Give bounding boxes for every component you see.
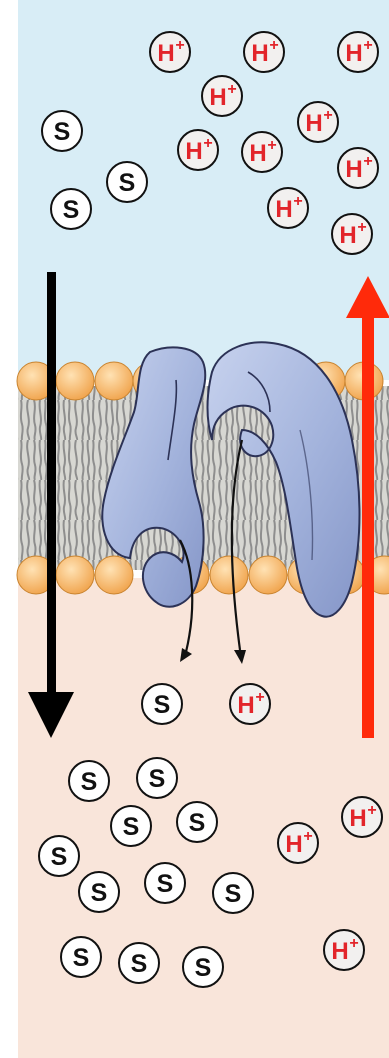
solute-icon: S bbox=[51, 189, 91, 229]
solute-label: S bbox=[154, 691, 171, 719]
proton-label: H bbox=[185, 138, 202, 165]
solute-label: S bbox=[149, 765, 166, 793]
proton-charge-label: + bbox=[363, 37, 372, 54]
solute-label: S bbox=[157, 870, 174, 898]
lipid-head bbox=[95, 556, 133, 594]
proton-label: H bbox=[157, 40, 174, 67]
proton-icon: H+ bbox=[324, 930, 364, 970]
proton-icon: H+ bbox=[338, 32, 378, 72]
proton-label: H bbox=[285, 831, 302, 858]
solute-label: S bbox=[123, 813, 140, 841]
solute-label: S bbox=[225, 880, 242, 908]
solute-icon: S bbox=[183, 947, 223, 987]
solute-icon: S bbox=[79, 872, 119, 912]
solute-icon: S bbox=[145, 863, 185, 903]
solute-label: S bbox=[119, 169, 136, 197]
lipid-head bbox=[95, 362, 133, 400]
proton-icon: H+ bbox=[298, 102, 338, 142]
proton-charge-label: + bbox=[267, 137, 276, 154]
proton-icon: H+ bbox=[342, 797, 382, 837]
solute-label: S bbox=[81, 768, 98, 796]
proton-charge-label: + bbox=[175, 37, 184, 54]
solute-label: S bbox=[73, 944, 90, 972]
proton-label: H bbox=[251, 40, 268, 67]
solute-label: S bbox=[54, 118, 71, 146]
proton-label: H bbox=[249, 140, 266, 167]
proton-icon: H+ bbox=[244, 32, 284, 72]
proton-charge-label: + bbox=[303, 828, 312, 845]
solute-label: S bbox=[63, 196, 80, 224]
solute-label: S bbox=[195, 954, 212, 982]
proton-label: H bbox=[331, 938, 348, 965]
solute-icon: S bbox=[42, 111, 82, 151]
proton-charge-label: + bbox=[227, 81, 236, 98]
proton-label: H bbox=[339, 222, 356, 249]
solute-label: S bbox=[131, 950, 148, 978]
proton-charge-label: + bbox=[367, 802, 376, 819]
proton-icon: H+ bbox=[150, 32, 190, 72]
solute-label: S bbox=[189, 809, 206, 837]
proton-label: H bbox=[345, 156, 362, 183]
proton-label: H bbox=[209, 84, 226, 111]
solute-icon: S bbox=[142, 684, 182, 724]
solute-icon: S bbox=[213, 873, 253, 913]
proton-label: H bbox=[305, 110, 322, 137]
proton-label: H bbox=[349, 805, 366, 832]
proton-charge-label: + bbox=[357, 219, 366, 236]
proton-label: H bbox=[345, 40, 362, 67]
proton-icon: H+ bbox=[202, 76, 242, 116]
proton-charge-label: + bbox=[255, 689, 264, 706]
solute-icon: S bbox=[111, 806, 151, 846]
solute-label: S bbox=[51, 843, 68, 871]
lipid-head bbox=[210, 556, 248, 594]
proton-charge-label: + bbox=[363, 153, 372, 170]
proton-icon: H+ bbox=[268, 188, 308, 228]
lipid-head bbox=[249, 556, 287, 594]
solute-icon: S bbox=[69, 761, 109, 801]
solute-icon: S bbox=[61, 937, 101, 977]
solute-label: S bbox=[91, 879, 108, 907]
proton-icon: H+ bbox=[338, 148, 378, 188]
proton-icon: H+ bbox=[178, 130, 218, 170]
lipid-head bbox=[56, 556, 94, 594]
proton-label: H bbox=[275, 196, 292, 223]
proton-charge-label: + bbox=[269, 37, 278, 54]
proton-icon: H+ bbox=[242, 132, 282, 172]
proton-icon: H+ bbox=[278, 823, 318, 863]
proton-charge-label: + bbox=[203, 135, 212, 152]
solute-icon: S bbox=[107, 162, 147, 202]
solute-icon: S bbox=[177, 802, 217, 842]
proton-icon: H+ bbox=[230, 684, 270, 724]
solute-icon: S bbox=[39, 836, 79, 876]
lipid-head bbox=[56, 362, 94, 400]
proton-charge-label: + bbox=[323, 107, 332, 124]
proton-charge-label: + bbox=[349, 935, 358, 952]
proton-charge-label: + bbox=[293, 193, 302, 210]
solute-icon: S bbox=[119, 943, 159, 983]
proton-icon: H+ bbox=[332, 214, 372, 254]
solute-icon: S bbox=[137, 758, 177, 798]
proton-label: H bbox=[237, 692, 254, 719]
